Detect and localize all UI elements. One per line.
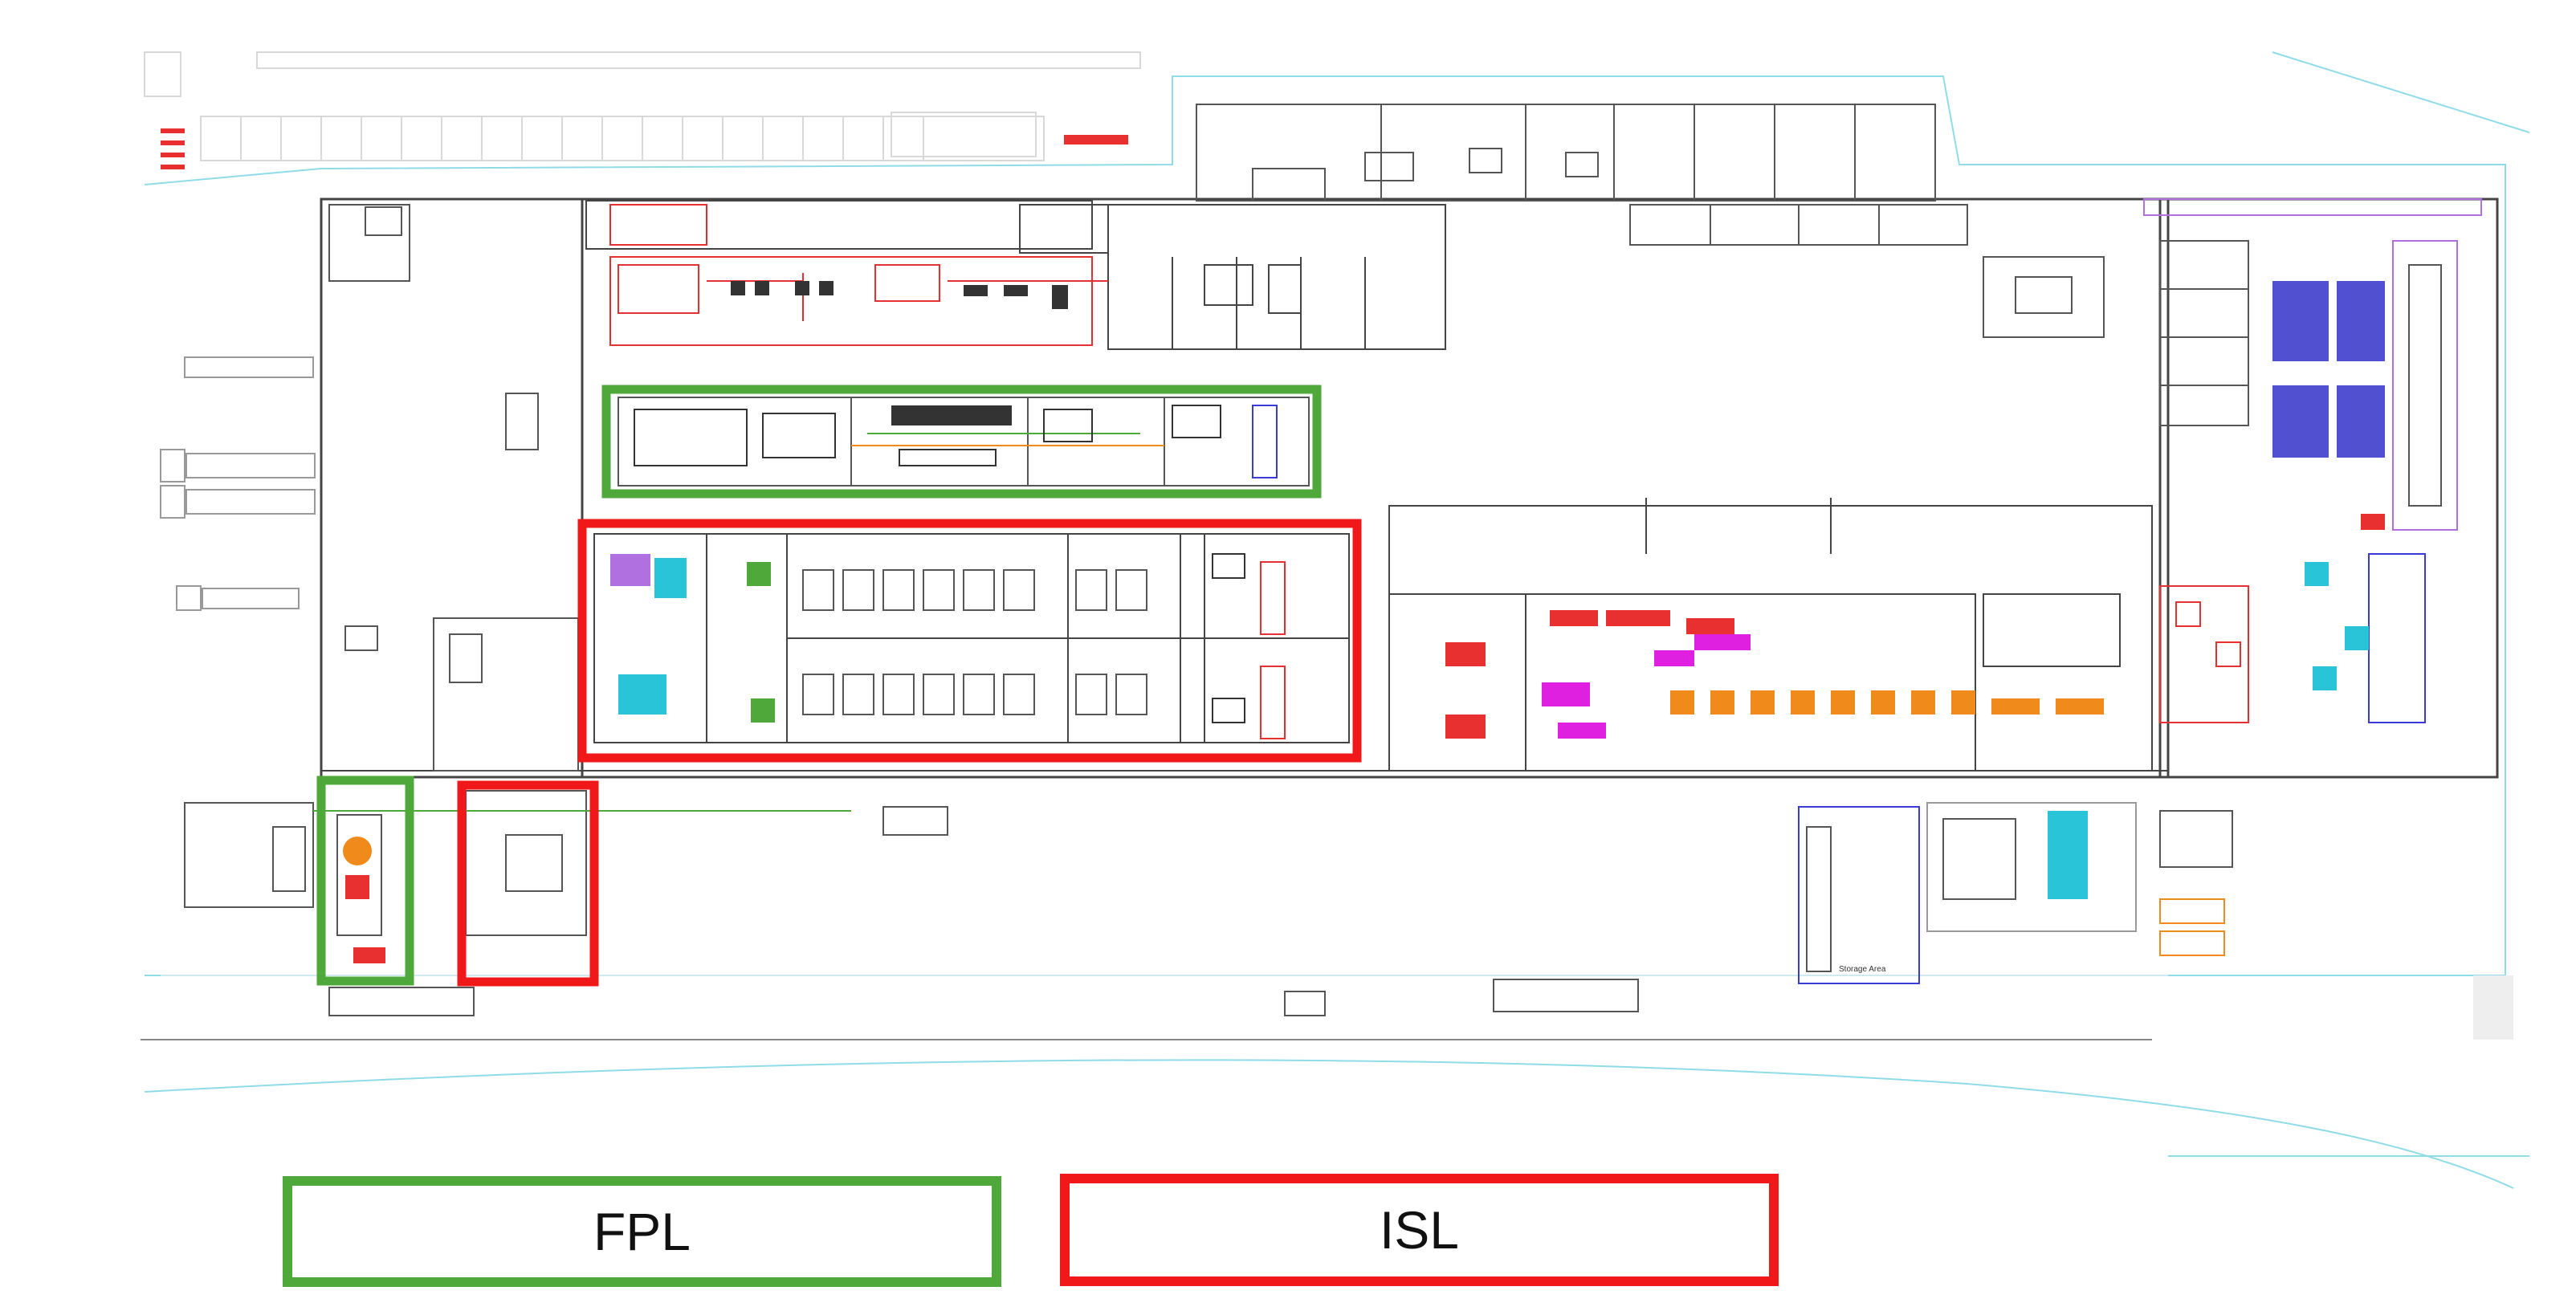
outside-structures (141, 790, 2168, 1040)
storage-area-label: Storage Area (1839, 965, 1886, 974)
left-wing (328, 204, 579, 772)
parking-rows (144, 51, 1141, 161)
fpl-zone-lower (316, 776, 414, 986)
legend-fpl: FPL (283, 1176, 1001, 1287)
legend-isl-label: ISL (1379, 1200, 1460, 1260)
isl-colored-equipment (610, 553, 1286, 739)
center-right-area (1388, 498, 2153, 772)
lower-right-structures (1798, 802, 2513, 1040)
orange-machines (1670, 690, 2104, 715)
site-boundary (144, 51, 2530, 1189)
legend-fpl-label: FPL (593, 1202, 691, 1261)
right-office-block (1983, 256, 2105, 338)
legend-isl: ISL (1060, 1174, 1779, 1286)
highlight-zones (316, 385, 1362, 987)
magenta-machines (1542, 634, 1751, 739)
fpl-small-contents (313, 810, 851, 963)
red-markers-top (161, 128, 1128, 169)
isl-zone-lower (457, 780, 599, 987)
isl-cells (802, 569, 1147, 715)
office-annex (1196, 104, 1968, 246)
isl-main-contents (593, 533, 1350, 743)
upper-equipment-red (609, 204, 1108, 346)
trucks-left (160, 356, 316, 611)
far-right-section (2143, 198, 2482, 723)
upper-equipment-dots (731, 281, 1068, 309)
fpl-zone-upper (601, 385, 1322, 499)
fpl-upper-contents (618, 397, 1310, 487)
red-machines-center (1445, 610, 1734, 739)
upper-equipment-row (585, 200, 1446, 350)
isl-zone-main (577, 519, 1362, 763)
